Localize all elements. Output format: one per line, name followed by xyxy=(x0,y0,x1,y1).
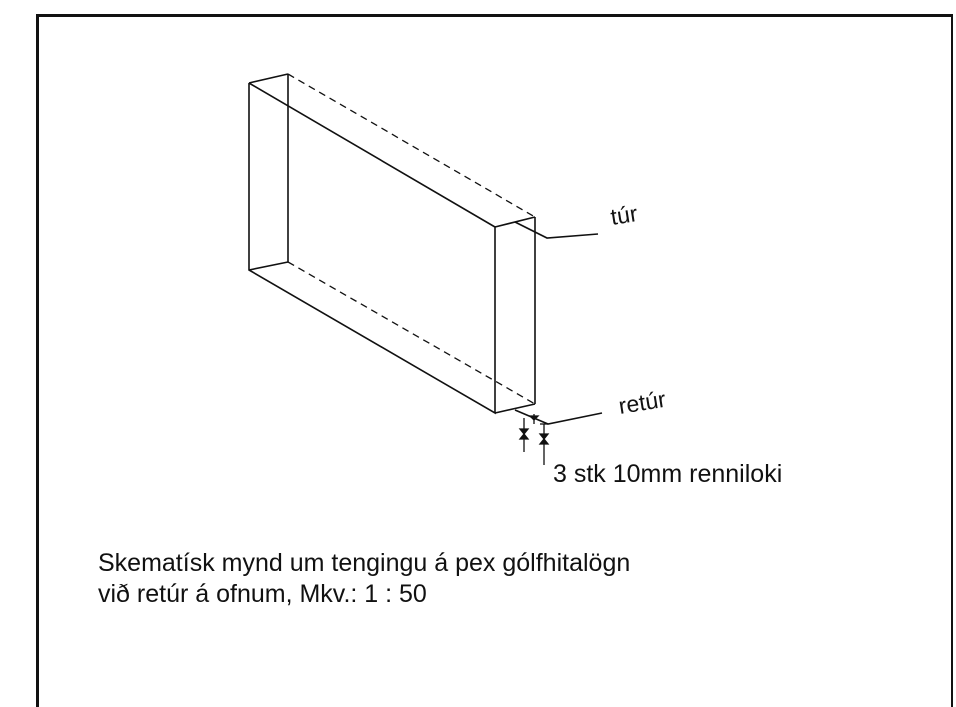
caption-line-2: við retúr á ofnum, Mkv.: 1 : 50 xyxy=(98,580,427,608)
valve-3 xyxy=(538,423,550,465)
radiator-bottom-right-edge xyxy=(494,403,536,414)
return-label: retúr xyxy=(617,386,668,419)
valves-label: 3 stk 10mm renniloki xyxy=(553,460,782,488)
caption-line-1: Skematísk mynd um tengingu á pex gólfhit… xyxy=(98,549,631,577)
hidden-top-back-edge xyxy=(287,73,536,218)
valve-1 xyxy=(518,418,530,452)
valve-group xyxy=(518,414,550,465)
radiator-front-face xyxy=(248,82,496,415)
drawing-frame xyxy=(36,14,953,707)
return-leader-line xyxy=(514,409,603,425)
radiator-box xyxy=(248,73,536,415)
valve-2 xyxy=(528,414,540,424)
supply-leader-line xyxy=(514,221,599,239)
caption: Skematísk mynd um tengingu á pex gólfhit… xyxy=(98,548,630,610)
radiator-bottom-left-edge xyxy=(248,261,289,271)
hidden-edges xyxy=(287,73,536,405)
supply-label: túr xyxy=(609,200,640,230)
radiator-top-left-edge xyxy=(248,73,289,84)
drawing-sheet: túr retúr 3 stk 10mm renniloki Skematísk… xyxy=(36,14,953,707)
radiator-schematic: túr retúr 3 stk 10mm renniloki xyxy=(248,73,782,488)
hidden-bottom-back-edge xyxy=(287,261,536,405)
